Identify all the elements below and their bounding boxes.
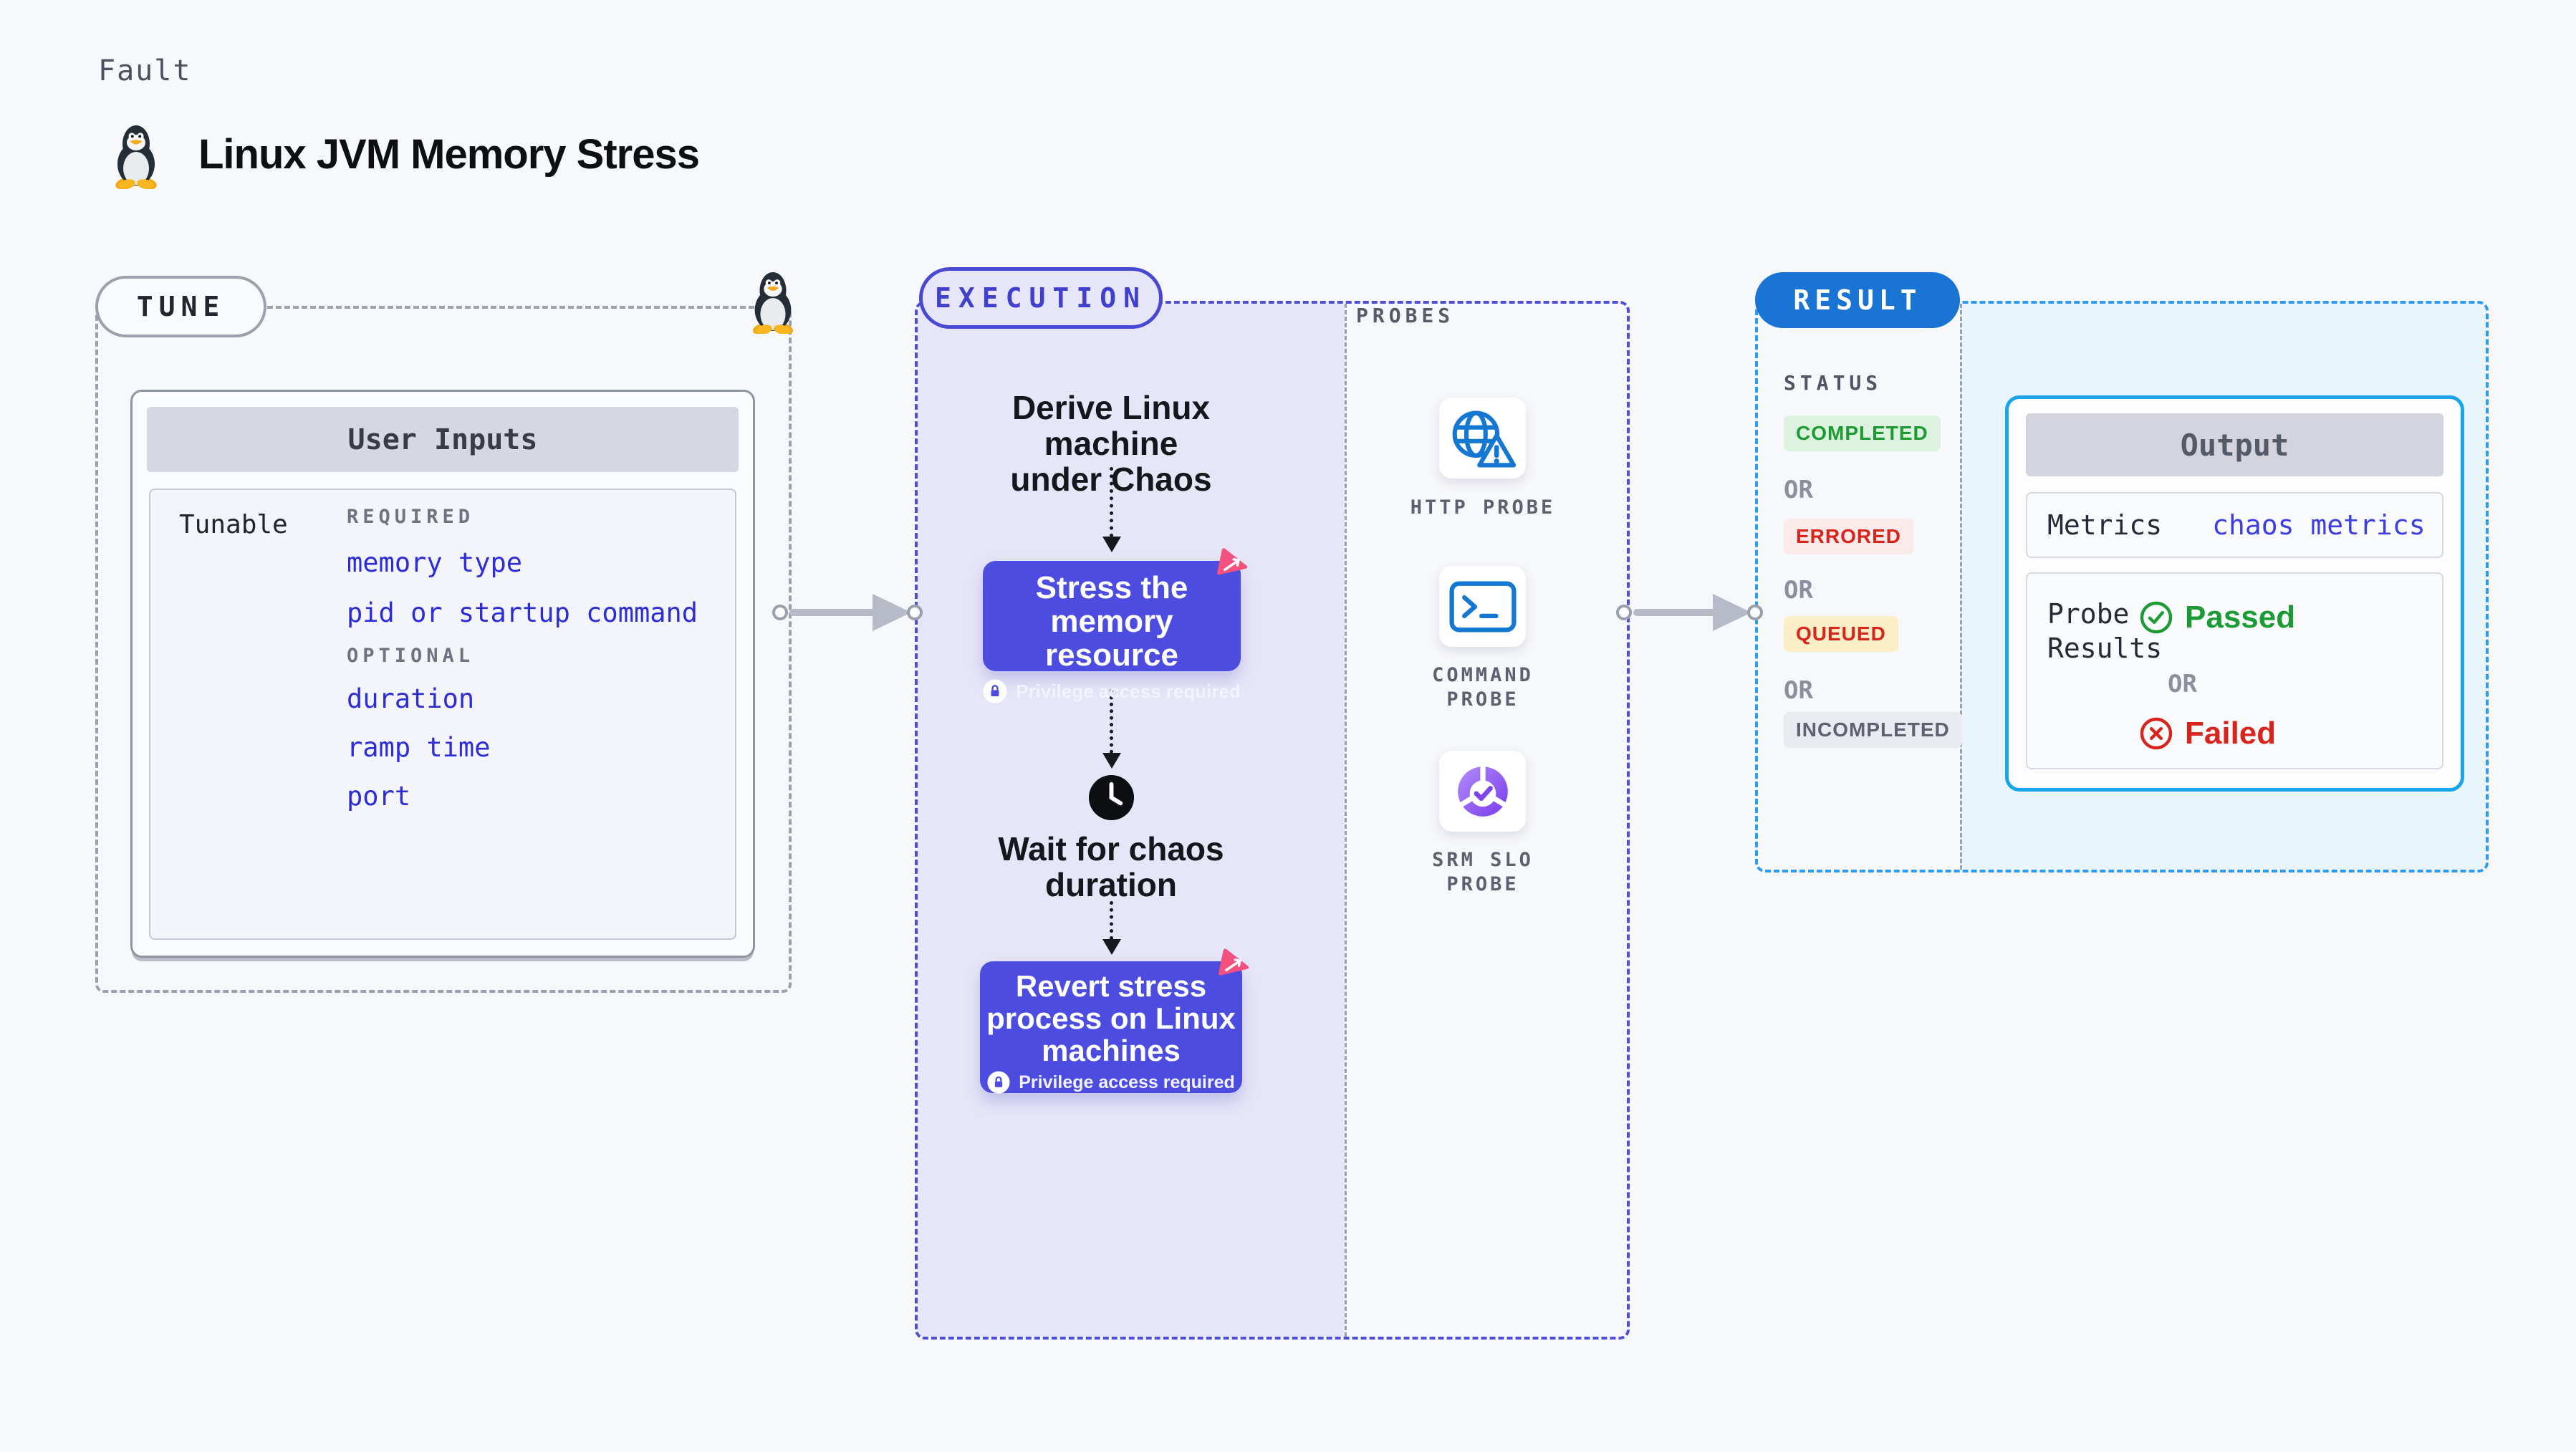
execution-fill [918, 304, 1345, 1337]
wait-step-text: Wait for chaos duration [998, 830, 1224, 903]
or-separator: OR [2168, 670, 2197, 698]
status-badge-errored: ERRORED [1784, 519, 1914, 554]
chaos-experiment-icon [1208, 540, 1258, 590]
param-link-ramp-time[interactable]: ramp time [347, 732, 491, 763]
execution-pill: EXECUTION [919, 267, 1163, 329]
user-inputs-card: User Inputs Tunable REQUIRED memory type… [130, 390, 755, 958]
lock-icon [987, 1071, 1010, 1094]
param-link-memory-type[interactable]: memory type [347, 547, 523, 578]
param-link-port[interactable]: port [347, 781, 411, 812]
user-inputs-body: Tunable REQUIRED memory type pid or star… [149, 489, 736, 940]
flow-dotted-arrow-1 [1102, 467, 1121, 552]
execution-to-result-arrow [1616, 594, 1763, 631]
page-title: Linux JVM Memory Stress [198, 131, 700, 178]
or-separator: OR [1784, 476, 1813, 504]
linux-tux-icon-small [745, 266, 801, 335]
result-status-divider [1960, 304, 1962, 870]
chaos-experiment-icon [1210, 941, 1259, 990]
or-separator: OR [1784, 676, 1813, 705]
output-header: Output [2026, 413, 2443, 476]
check-circle-icon [2140, 601, 2173, 634]
probe-card-command [1439, 566, 1526, 647]
probe-passed-verdict: Passed [2139, 600, 2295, 635]
execution-probes-divider [1345, 304, 1347, 1337]
revert-stress-node: Revert stress process on Linux machines … [980, 948, 1249, 1094]
probe-label-srm-slo: SRM SLO PROBE [1432, 849, 1534, 895]
probe-failed-verdict: Failed [2139, 716, 2276, 751]
status-badge-completed: COMPLETED [1784, 415, 1941, 451]
tune-pill: TUNE [95, 276, 266, 337]
metrics-row: Metrics chaos metrics [2026, 492, 2443, 558]
required-heading: REQUIRED [347, 506, 475, 528]
flow-dotted-arrow-3 [1102, 901, 1121, 955]
stress-node-label: Stress the memory resource [1035, 570, 1188, 673]
probes-heading: PROBES [1356, 304, 1455, 327]
privilege-label: Privilege access required [1019, 1072, 1235, 1092]
optional-heading: OPTIONAL [347, 645, 475, 667]
privilege-row: Privilege access required [983, 679, 1241, 703]
status-badge-incompleted: INCOMPLETED [1784, 712, 1962, 748]
lock-icon [983, 679, 1007, 703]
fault-kicker: Fault [98, 54, 192, 87]
slo-pie-icon [1457, 764, 1508, 817]
tune-to-execution-arrow [772, 594, 923, 631]
result-pill: RESULT [1755, 272, 1960, 328]
user-inputs-header: User Inputs [147, 407, 739, 472]
clock-icon [1087, 774, 1135, 822]
tune-section-box [95, 306, 792, 993]
or-separator: OR [1784, 576, 1813, 605]
flow-dotted-arrow-2 [1102, 689, 1121, 769]
probe-card-srm-slo [1439, 751, 1526, 832]
globe-alert-icon [1452, 410, 1516, 467]
param-link-pid-or-startup-command[interactable]: pid or startup command [347, 597, 698, 628]
linux-tux-icon [107, 119, 165, 190]
output-card: Output Metrics chaos metrics Probe Resul… [2005, 395, 2464, 792]
probe-results-row: Probe Results Passed OR Failed [2026, 572, 2443, 769]
tunable-row-label: Tunable [179, 510, 288, 539]
chaos-metrics-link[interactable]: chaos metrics [2212, 509, 2426, 541]
terminal-icon [1448, 581, 1517, 632]
revert-node-label: Revert stress process on Linux machines [986, 969, 1236, 1067]
probe-label-command: COMMAND PROBE [1432, 664, 1534, 711]
status-badge-queued: QUEUED [1784, 616, 1898, 652]
privilege-row: Privilege access required [987, 1071, 1235, 1094]
stress-memory-node: Stress the memory resource Privilege acc… [983, 548, 1248, 703]
privilege-label: Privilege access required [1016, 680, 1241, 702]
param-link-duration[interactable]: duration [347, 683, 475, 714]
x-circle-icon [2140, 717, 2173, 750]
metrics-label: Metrics [2047, 509, 2163, 541]
probe-results-label: Probe Results [2047, 598, 2163, 664]
probe-label-http: HTTP PROBE [1410, 496, 1556, 519]
execution-section-box [915, 301, 1630, 1340]
status-heading: STATUS [1784, 371, 1883, 395]
probe-card-http [1439, 398, 1526, 479]
